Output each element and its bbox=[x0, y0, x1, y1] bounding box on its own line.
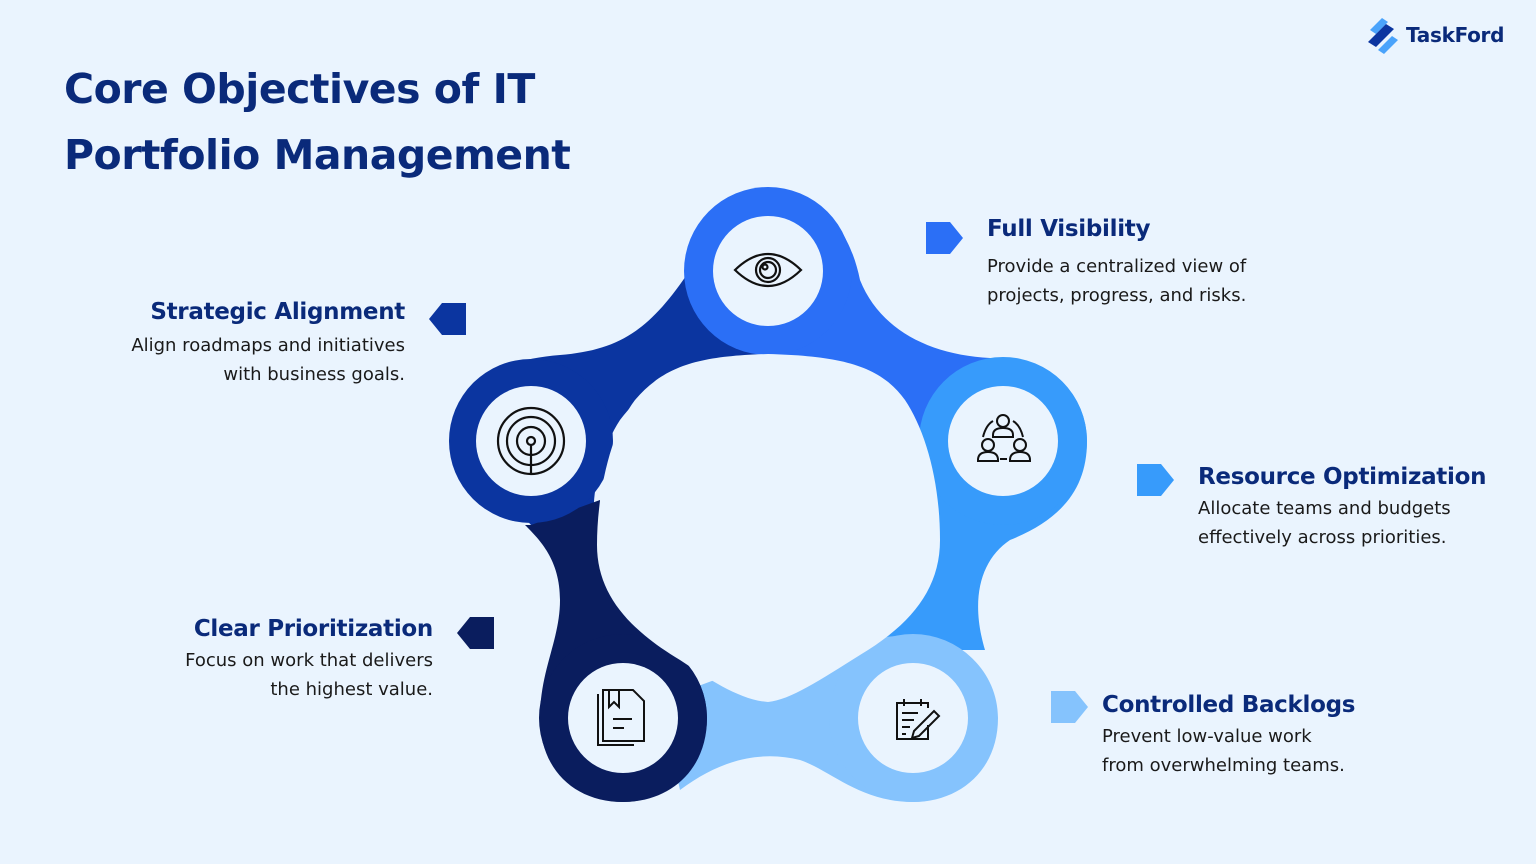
marker-clear-prioritization bbox=[457, 617, 494, 649]
objective-title: Controlled Backlogs bbox=[1102, 692, 1356, 718]
brand-name: TaskFord bbox=[1406, 23, 1505, 47]
notepad-edit-icon bbox=[896, 699, 941, 740]
target-icon bbox=[496, 406, 566, 476]
center-blob bbox=[597, 354, 940, 702]
objective-title: Full Visibility bbox=[987, 216, 1151, 242]
node-inner-strategic-alignment bbox=[476, 386, 586, 496]
marker-controlled-backlogs bbox=[1051, 691, 1088, 723]
taskford-logo: TaskFord bbox=[1366, 16, 1504, 54]
objective-strategic-alignment: Strategic Alignment Align roadmaps and i… bbox=[131, 299, 405, 389]
document-icon bbox=[597, 689, 645, 746]
objective-description: Focus on work that delivers the highest … bbox=[185, 650, 433, 700]
marker-full-visibility bbox=[926, 222, 963, 254]
title-line-2: Portfolio Management bbox=[64, 131, 571, 179]
eye-icon bbox=[733, 252, 803, 288]
objective-description: Provide a centralized view of projects, … bbox=[987, 256, 1247, 306]
page-title: Core Objectives of IT Portfolio Manageme… bbox=[64, 56, 571, 188]
objective-clear-prioritization: Clear Prioritization Focus on work that … bbox=[185, 616, 433, 704]
team-icon bbox=[977, 414, 1031, 462]
objective-controlled-backlogs: Controlled Backlogs Prevent low-value wo… bbox=[1102, 692, 1355, 780]
node-inner-resource-optimization bbox=[948, 386, 1058, 496]
node-inner-controlled-backlogs bbox=[858, 663, 968, 773]
objective-description: Prevent low-value work from overwhelming… bbox=[1102, 726, 1345, 776]
objective-title: Strategic Alignment bbox=[150, 299, 405, 325]
objective-title: Clear Prioritization bbox=[193, 616, 433, 642]
marker-strategic-alignment bbox=[429, 303, 466, 335]
marker-resource-optimization bbox=[1137, 464, 1174, 496]
objective-resource-optimization: Resource Optimization Allocate teams and… bbox=[1198, 464, 1486, 552]
title-line-1: Core Objectives of IT bbox=[64, 65, 535, 113]
objective-title: Resource Optimization bbox=[1198, 464, 1487, 490]
taskford-logo-icon bbox=[1368, 18, 1398, 54]
objective-full-visibility: Full Visibility Provide a centralized vi… bbox=[987, 216, 1246, 310]
objective-description: Allocate teams and budgets effectively a… bbox=[1198, 498, 1451, 548]
node-inner-full-visibility bbox=[713, 216, 823, 326]
objective-description: Align roadmaps and initiatives with busi… bbox=[131, 335, 405, 385]
